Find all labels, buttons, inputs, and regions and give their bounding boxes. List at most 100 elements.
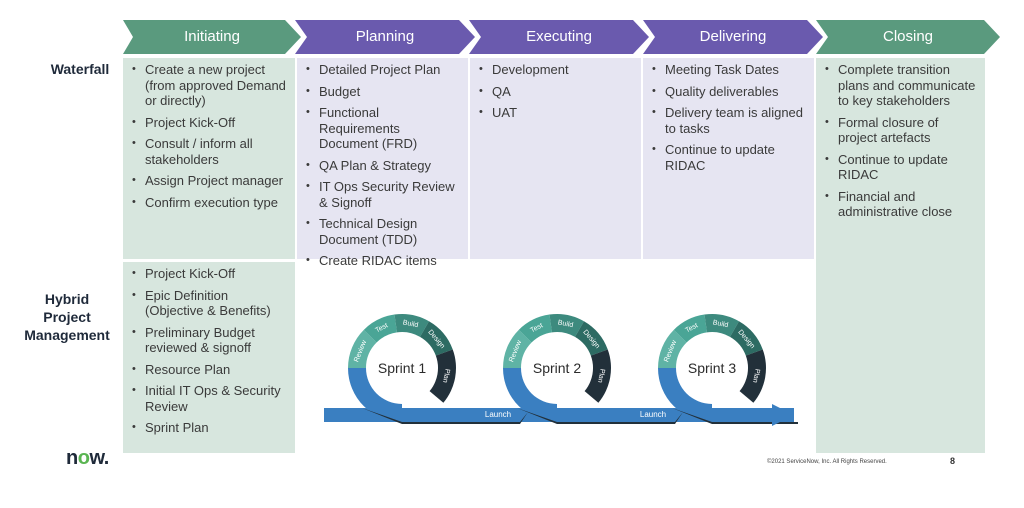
sprint-segment-plan <box>429 349 456 403</box>
phase-initiating: Initiating <box>123 20 301 54</box>
row-label-waterfall: Waterfall <box>50 61 110 77</box>
sprint-arc-base <box>503 368 557 422</box>
list-item: Financial and administrative close <box>825 189 979 220</box>
list-item: Complete transition plans and communicat… <box>825 62 979 109</box>
list-item: Resource Plan <box>132 362 289 378</box>
list-item: QA Plan & Strategy <box>306 158 462 174</box>
sprint-center <box>522 333 592 403</box>
list-item: Continue to update RIDAC <box>825 152 979 183</box>
list-item: IT Ops Security Review & Signoff <box>306 179 462 210</box>
sprint-baseline <box>324 408 794 422</box>
logo-text-w: w. <box>89 447 109 469</box>
row-label-hybrid-line1: Hybrid <box>44 291 90 307</box>
logo-text-n: n <box>66 447 78 469</box>
sprint-segment-test <box>673 314 707 343</box>
copyright-footer: ©2021 ServiceNow, Inc. All Rights Reserv… <box>767 459 887 465</box>
sprint-segment-design <box>575 321 608 356</box>
sprint-end-arrow <box>772 404 794 426</box>
list-item: Create RIDAC items <box>306 253 462 269</box>
sprint-segment-review <box>503 329 532 368</box>
launch-ribbon <box>362 408 528 424</box>
list-item: Consult / inform all stakeholders <box>132 136 289 167</box>
sprint-segment-test <box>363 314 397 343</box>
sprint-center <box>367 333 437 403</box>
list-item: Detailed Project Plan <box>306 62 462 78</box>
waterfall-initiating-list: Create a new project (from approved Dema… <box>129 62 289 210</box>
list-item: Meeting Task Dates <box>652 62 808 78</box>
sprint-segment-plan <box>584 349 611 403</box>
sprint-segment-label: Plan <box>596 368 605 383</box>
sprint-arc-base <box>348 368 402 422</box>
servicenow-logo: now. <box>66 447 109 470</box>
list-item: Technical Design Document (TDD) <box>306 216 462 247</box>
waterfall-executing-box: DevelopmentQA UAT <box>470 58 641 259</box>
waterfall-initiating-box: Create a new project (from approved Dema… <box>123 58 295 259</box>
list-item: Continue to update RIDAC <box>652 142 808 173</box>
phase-executing-label: Executing <box>526 28 592 45</box>
launch-label: Launch <box>795 410 798 419</box>
closing-box: Complete transition plans and communicat… <box>816 58 985 453</box>
waterfall-executing-list: DevelopmentQA UAT <box>476 62 635 121</box>
waterfall-delivering-box: Meeting Task DatesQuality deliverablesDe… <box>643 58 814 259</box>
sprint-segment-build <box>549 314 584 337</box>
phase-closing: Closing <box>816 20 1000 54</box>
sprint-segment-label: Build <box>712 319 729 329</box>
list-item: Initial IT Ops & Security Review <box>132 383 289 414</box>
sprint-segment-review <box>348 329 377 368</box>
waterfall-delivering-list: Meeting Task DatesQuality deliverablesDe… <box>649 62 808 173</box>
sprint-segment-label: Plan <box>751 368 760 383</box>
sprint-segment-test <box>518 314 552 343</box>
list-item: Create a new project (from approved Dema… <box>132 62 289 109</box>
hybrid-initiating-list: Project Kick-OffEpic Definition (Objecti… <box>129 266 289 436</box>
list-item: Sprint Plan <box>132 420 289 436</box>
list-item: Preliminary Budget reviewed & signoff <box>132 325 289 356</box>
list-item: Formal closure of project artefacts <box>825 115 979 146</box>
row-label-hybrid-line3: Management <box>24 327 110 343</box>
phase-delivering: Delivering <box>643 20 823 54</box>
list-item: Delivery team is aligned to tasks <box>652 105 808 136</box>
list-item: Assign Project manager <box>132 173 289 189</box>
waterfall-planning-list: Detailed Project PlanBudgetFunctional Re… <box>303 62 462 269</box>
page-number: 8 <box>950 456 956 466</box>
row-label-hybrid: Hybrid Project Management <box>14 290 120 344</box>
launch-label: Launch <box>640 410 666 419</box>
sprint-segment-design <box>420 321 453 356</box>
sprint-label: Sprint 1 <box>378 360 426 376</box>
sprint-label: Sprint 2 <box>533 360 581 376</box>
list-item: Functional Requirements Document (FRD) <box>306 105 462 152</box>
phase-delivering-label: Delivering <box>699 28 767 45</box>
list-item: Epic Definition (Objective & Benefits) <box>132 288 289 319</box>
list-item: Confirm execution type <box>132 195 289 211</box>
sprint-segment-label: Build <box>557 319 574 329</box>
sprint-center <box>677 333 747 403</box>
sprint-segment-design <box>730 321 763 356</box>
phase-planning-label: Planning <box>355 28 415 45</box>
list-item: Development <box>479 62 635 78</box>
sprint-segment-plan <box>739 349 766 403</box>
sprint-segment-build <box>394 314 429 337</box>
launch-label: Launch <box>485 410 511 419</box>
launch-ribbon <box>517 408 683 424</box>
row-label-hybrid-line2: Project <box>43 309 91 325</box>
sprint-segment-label: Build <box>402 319 419 329</box>
list-item: Project Kick-Off <box>132 266 289 282</box>
sprint-label: Sprint 3 <box>688 360 736 376</box>
sprint-segment-review <box>658 329 687 368</box>
list-item: Quality deliverables <box>652 84 808 100</box>
waterfall-planning-box: Detailed Project PlanBudgetFunctional Re… <box>297 58 468 268</box>
logo-text-o: o <box>77 447 90 469</box>
sprint-arc-base <box>658 368 712 422</box>
phase-initiating-label: Initiating <box>184 28 240 45</box>
list-item: Budget <box>306 84 462 100</box>
list-item: Project Kick-Off <box>132 115 289 131</box>
phase-executing: Executing <box>469 20 649 54</box>
phase-closing-label: Closing <box>882 28 934 45</box>
phase-planning: Planning <box>295 20 475 54</box>
list-item: UAT <box>479 105 635 121</box>
hybrid-initiating-box: Project Kick-OffEpic Definition (Objecti… <box>123 262 295 453</box>
sprint-segment-build <box>704 314 739 337</box>
waterfall-closing-list: Complete transition plans and communicat… <box>822 62 979 220</box>
list-item: QA <box>479 84 635 100</box>
launch-ribbon <box>672 408 798 424</box>
